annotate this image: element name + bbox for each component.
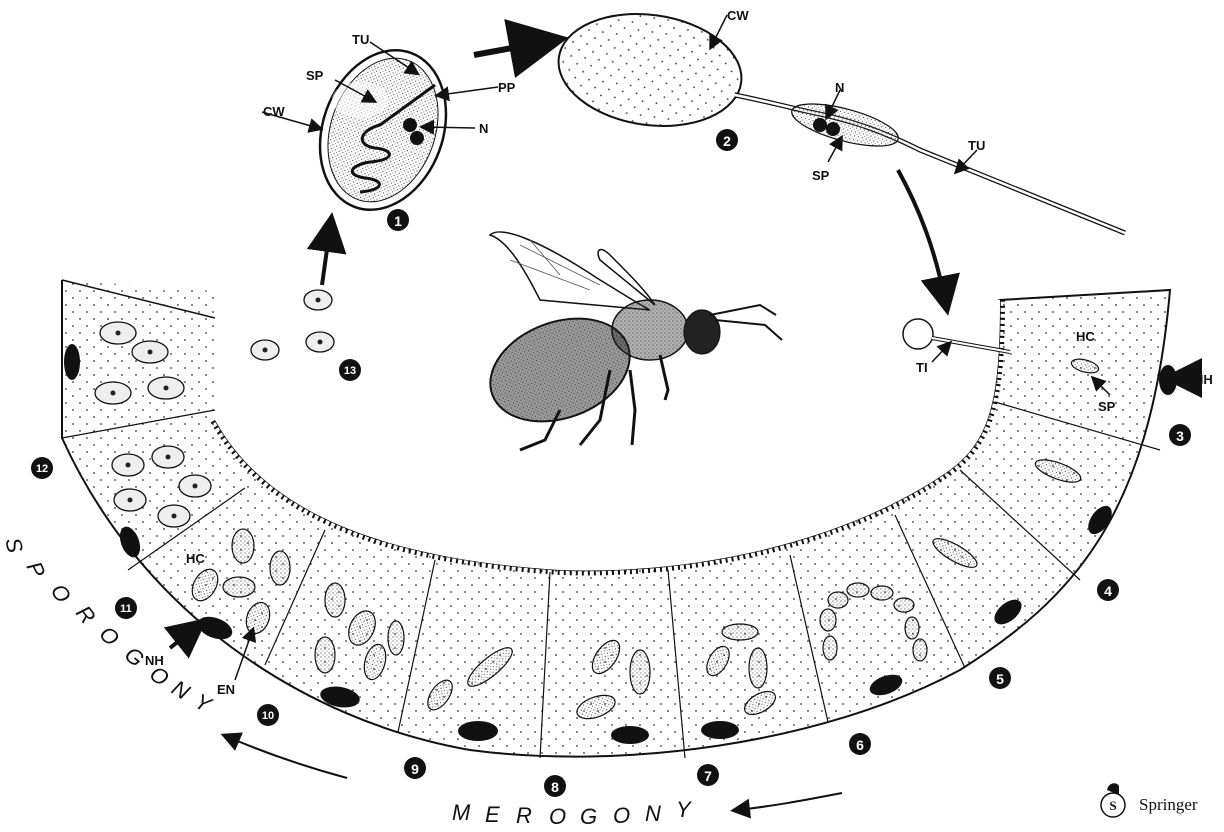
svg-text:G: G [120, 642, 151, 673]
stage-badge-11: 11 [115, 597, 137, 619]
svg-text:5: 5 [996, 671, 1004, 687]
svg-text:O: O [94, 621, 125, 652]
label-tu-1: TU [352, 32, 369, 47]
label-ti: TI [916, 360, 928, 375]
label-sp-3: SP [1098, 399, 1116, 414]
svg-text:O: O [549, 804, 568, 829]
label-sp-1: SP [306, 68, 324, 83]
svg-text:S: S [1109, 798, 1116, 813]
stage-badge-10: 10 [257, 704, 279, 726]
publisher-name: Springer [1139, 795, 1198, 814]
svg-text:7: 7 [704, 768, 712, 784]
stage-badge-7: 7 [697, 764, 719, 786]
label-n-2: N [835, 80, 844, 95]
svg-text:R: R [71, 601, 102, 630]
stage-badge-3: 3 [1169, 424, 1191, 446]
svg-text:11: 11 [120, 603, 132, 615]
label-hc-11: HC [186, 551, 205, 566]
svg-text:R: R [516, 803, 534, 828]
svg-text:P: P [21, 558, 51, 584]
label-cw-2: CW [727, 8, 749, 23]
stage-badge-12: 12 [31, 457, 53, 479]
svg-text:12: 12 [36, 463, 48, 475]
label-pp: PP [498, 80, 516, 95]
stage-badge-13: 13 [339, 359, 361, 381]
svg-text:G: G [580, 804, 599, 829]
svg-text:6: 6 [856, 737, 864, 753]
svg-text:10: 10 [262, 710, 274, 722]
svg-text:S: S [0, 535, 28, 558]
svg-text:4: 4 [1104, 583, 1112, 599]
label-sp-2: SP [812, 168, 830, 183]
svg-text:Y: Y [191, 688, 217, 718]
stage-badge-8: 8 [544, 775, 566, 797]
svg-text:N: N [167, 675, 195, 706]
label-en: EN [217, 682, 235, 697]
svg-text:Y: Y [676, 797, 693, 822]
svg-text:2: 2 [723, 133, 731, 149]
stage-badge-2: 2 [716, 129, 738, 151]
publisher-logo: S Springer [1101, 783, 1198, 817]
svg-text:1: 1 [394, 213, 402, 229]
merogony-title: M E R O G O N Y [452, 797, 693, 829]
spore-stage-1 [299, 32, 468, 227]
svg-text:O: O [613, 803, 632, 828]
stage-badge-5: 5 [989, 667, 1011, 689]
svg-text:O: O [46, 579, 77, 608]
germinated-spore-stage-2 [551, 3, 1125, 233]
svg-text:3: 3 [1176, 428, 1184, 444]
svg-text:M: M [452, 800, 472, 825]
stage-badge-9: 9 [404, 757, 426, 779]
svg-text:N: N [645, 801, 663, 826]
svg-text:9: 9 [411, 761, 419, 777]
label-tu-2: TU [968, 138, 985, 153]
label-cw-1: CW [263, 104, 285, 119]
svg-text:E: E [485, 802, 502, 827]
label-nh-3: NH [1194, 372, 1213, 387]
label-hc-3: HC [1076, 329, 1095, 344]
svg-text:8: 8 [551, 779, 559, 795]
label-n-1: N [479, 121, 488, 136]
stage-badge-1: 1 [387, 209, 409, 231]
svg-text:13: 13 [344, 365, 356, 377]
stage-badge-4: 4 [1097, 579, 1119, 601]
springer-knight-icon: S [1101, 783, 1125, 817]
stage-badge-6: 6 [849, 733, 871, 755]
